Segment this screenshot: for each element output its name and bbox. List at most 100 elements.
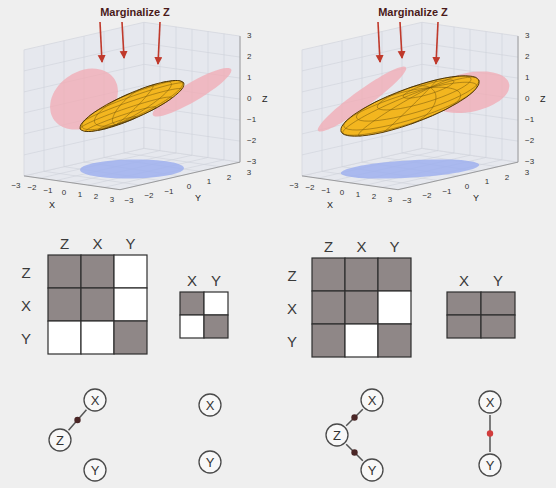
mesh-line	[103, 126, 105, 128]
mesh-line	[152, 85, 153, 86]
mesh-line	[356, 120, 359, 122]
mesh-line	[153, 86, 154, 87]
mesh-line	[449, 79, 451, 80]
mesh-line	[114, 113, 116, 114]
covariance-matrix	[447, 292, 515, 338]
tick-label: −2	[144, 192, 153, 200]
mesh-line	[131, 92, 135, 94]
mesh-line	[178, 82, 180, 83]
mesh-line	[118, 120, 120, 122]
mesh-line	[418, 120, 420, 122]
mesh-line	[341, 132, 342, 133]
mesh-line	[467, 82, 469, 84]
mesh-line	[422, 95, 425, 97]
tick-label: −3	[289, 182, 298, 190]
mesh-line	[417, 110, 425, 112]
mesh-line	[181, 82, 183, 83]
mesh-line	[152, 85, 153, 86]
mesh-line	[459, 91, 461, 93]
mesh-line	[432, 88, 434, 90]
ellipsoid-mesh	[80, 80, 183, 131]
mesh-line	[386, 118, 393, 119]
mesh-line	[129, 119, 132, 120]
mesh-line	[104, 125, 106, 127]
mesh-line	[424, 85, 425, 86]
mesh-line	[108, 107, 114, 109]
mesh-line	[361, 120, 364, 122]
mesh-line	[404, 100, 407, 102]
mesh-line	[123, 101, 124, 102]
mesh-line	[476, 86, 477, 88]
mesh-line	[411, 86, 413, 87]
graph-node: X	[83, 388, 107, 412]
mesh-line	[372, 105, 376, 107]
mesh-line	[360, 135, 362, 136]
mesh-line	[121, 108, 127, 110]
mesh-line	[392, 124, 393, 125]
mesh-line	[358, 133, 359, 135]
mesh-line	[433, 104, 435, 105]
mesh-line	[402, 124, 410, 126]
mesh-line	[430, 86, 433, 88]
mesh-line	[115, 111, 117, 112]
mesh-line	[405, 93, 406, 94]
mesh-line	[465, 76, 468, 77]
mesh-line	[404, 96, 408, 98]
mesh-line	[132, 118, 135, 119]
mesh-line	[426, 88, 430, 89]
mesh-line	[139, 103, 140, 104]
mesh-line	[380, 119, 387, 121]
mesh-line	[86, 118, 87, 119]
mesh-line	[103, 106, 107, 108]
mesh-line	[94, 118, 95, 119]
edge-line	[346, 444, 363, 461]
mesh-line	[443, 77, 448, 78]
mesh-line	[115, 124, 117, 126]
mesh-line	[365, 105, 370, 108]
mesh-line	[178, 88, 180, 89]
mesh-line	[104, 114, 109, 116]
mesh-line	[348, 129, 352, 131]
graph-node: Y	[198, 450, 222, 474]
node-circle	[84, 459, 106, 481]
mesh-line	[182, 84, 183, 86]
mesh-line	[445, 108, 447, 109]
mesh-line	[441, 87, 444, 88]
mesh-line	[109, 103, 111, 104]
mesh-line	[444, 80, 446, 81]
axis-label: Y	[473, 193, 479, 202]
mesh-line	[438, 85, 442, 87]
covariance-matrix	[312, 258, 411, 357]
mesh-line	[131, 116, 133, 117]
mesh-line	[135, 91, 136, 93]
mesh-line	[457, 90, 458, 92]
mesh-line	[171, 83, 172, 85]
mesh-line	[391, 125, 392, 126]
mesh-line	[395, 121, 396, 122]
mesh-line	[430, 86, 434, 87]
filled-cell	[345, 258, 378, 291]
mesh-line	[359, 134, 365, 136]
mesh-line	[426, 114, 427, 115]
mesh-line	[142, 87, 144, 89]
mesh-line	[435, 81, 437, 83]
node-label: Z	[56, 434, 64, 447]
mesh-line	[107, 105, 109, 106]
mesh-line	[438, 80, 441, 82]
mesh-line	[129, 118, 132, 119]
mesh-line	[96, 115, 98, 116]
mesh-line	[131, 93, 132, 95]
mesh-line	[161, 96, 163, 97]
mesh-line	[92, 129, 94, 130]
mesh-line	[369, 128, 376, 129]
mesh-line	[96, 129, 98, 131]
mesh-line	[140, 96, 146, 98]
mesh-line	[413, 103, 415, 105]
mesh-line	[428, 86, 429, 87]
mesh-line	[446, 87, 448, 88]
mesh-line	[171, 97, 172, 99]
mesh-line	[87, 122, 90, 124]
marginalize-arrow	[122, 22, 124, 58]
mesh-line	[450, 83, 453, 84]
mesh-line	[379, 116, 382, 118]
